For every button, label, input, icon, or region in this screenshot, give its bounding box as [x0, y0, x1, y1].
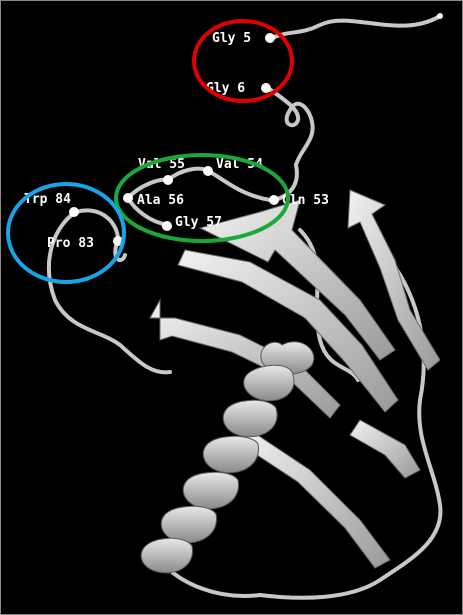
gly6-marker: [261, 83, 271, 93]
trp84-marker: [69, 207, 79, 217]
gln53-marker: [269, 195, 279, 205]
ala56-marker: [123, 193, 133, 203]
label-ala56: Ala 56: [137, 193, 184, 208]
val55-marker: [163, 175, 173, 185]
gly57-marker: [162, 221, 172, 231]
terminus-marker: [437, 13, 443, 19]
residue-markers: [69, 13, 443, 246]
label-gly5: Gly 5: [212, 31, 251, 46]
gly5-marker: [265, 33, 275, 43]
label-gly57: Gly 57: [175, 215, 222, 230]
val54-marker: [203, 166, 213, 176]
coil-loops: [49, 16, 441, 598]
label-pro83: Pro 83: [47, 236, 94, 251]
